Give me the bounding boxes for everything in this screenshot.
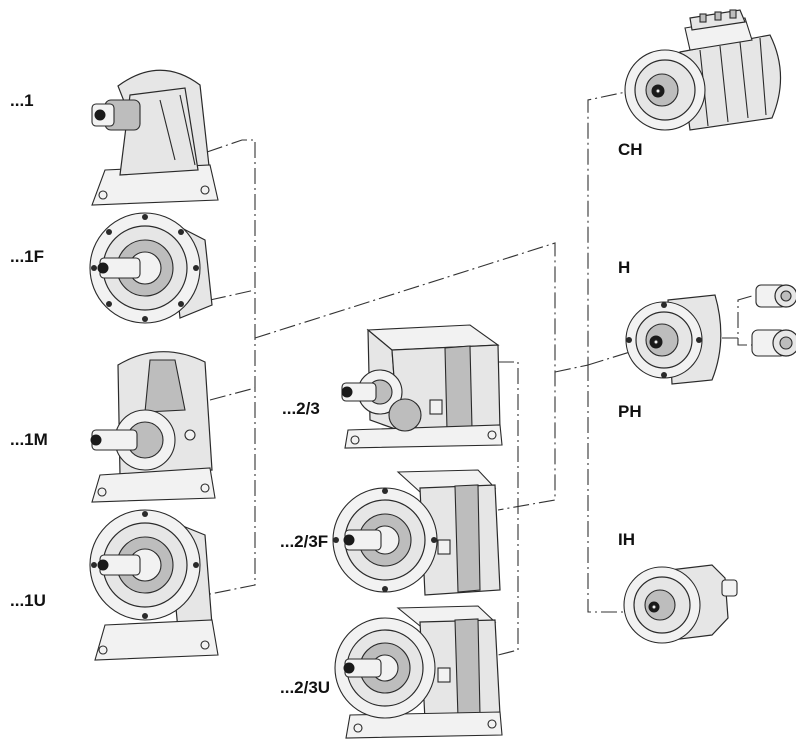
- label-2-3u: ...2/3U: [280, 678, 330, 697]
- two-three-stage-universal-gearbox-icon: [334, 605, 503, 739]
- connector-1f: [209, 289, 256, 301]
- universal-gearbox-icon: [89, 509, 219, 661]
- label-1f: ...1F: [10, 247, 44, 266]
- two-three-stage-foot-gearbox-icon: [341, 324, 503, 449]
- label-ch: CH: [618, 140, 643, 159]
- connector-right-stack: [497, 361, 519, 656]
- connector-motor-bus: [554, 87, 646, 373]
- label-1m: ...1M: [10, 430, 48, 449]
- connector-1m: [209, 387, 256, 401]
- label-ph: PH: [618, 402, 642, 421]
- two-three-stage-flange-gearbox-icon: [332, 469, 501, 596]
- flange-mounted-gearbox-icon: [89, 212, 213, 324]
- label-ih: IH: [618, 530, 635, 549]
- label-h: H: [618, 258, 630, 277]
- label-1: ...1: [10, 91, 34, 110]
- electric-motor-icon: [624, 9, 782, 131]
- connector-lines: [204, 87, 753, 656]
- label-2-3: ...2/3: [282, 399, 320, 418]
- foot-mounted-gearbox-icon: [91, 69, 219, 206]
- label-2-3f: ...2/3F: [280, 532, 328, 551]
- connector-ih: [587, 365, 630, 613]
- connector-adapter: [587, 351, 631, 366]
- face-mounted-gearbox-icon: [90, 351, 216, 503]
- input-shaft-icon: [623, 564, 738, 644]
- coupling-icon: [751, 284, 796, 357]
- label-1u: ...1U: [10, 591, 46, 610]
- connector-coupling-a: [722, 295, 753, 339]
- connector-coupling-b: [737, 338, 752, 346]
- motor-adapter-flange-icon: [625, 294, 722, 385]
- connector-left-bus: [204, 139, 256, 596]
